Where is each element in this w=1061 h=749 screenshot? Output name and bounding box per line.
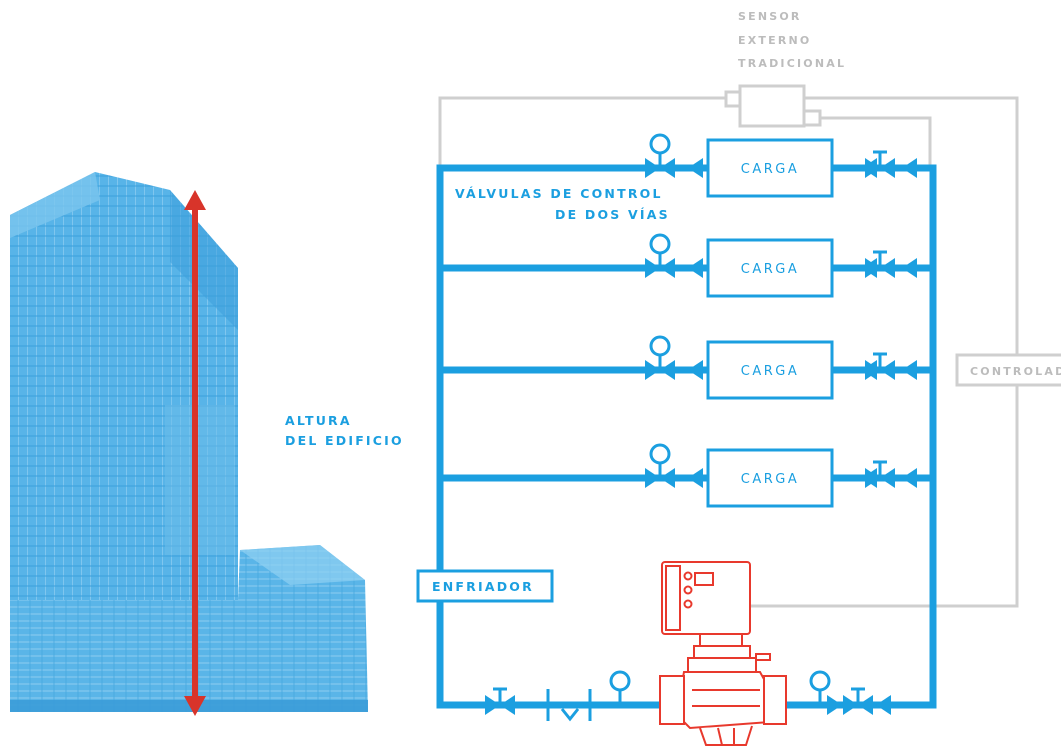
load-branch: CARGA	[645, 233, 917, 298]
load-label: CARGA	[741, 364, 799, 379]
building-illustration	[10, 172, 368, 712]
building-height-arrow	[184, 190, 206, 716]
load-branch: CARGA	[645, 133, 917, 198]
balancing-valve-icon	[843, 687, 873, 715]
pressure-gauge-icon	[809, 670, 831, 703]
pump-line-components	[485, 670, 891, 722]
balancing-valve-icon	[485, 687, 515, 715]
load-label: CARGA	[741, 262, 799, 277]
valves-label-line1: VÁLVULAS DE CONTROL	[455, 186, 663, 201]
two-way-control-valve-icon	[645, 335, 675, 380]
balancing-valve-icon	[865, 352, 895, 380]
load-box	[706, 238, 834, 298]
load-branches: CARGA CARGA CARGA CARGA	[645, 133, 917, 508]
controller-box	[955, 353, 1061, 387]
balancing-valve-icon	[865, 150, 895, 178]
load-box	[706, 448, 834, 508]
building-height-label-line1: ALTURA	[285, 413, 352, 428]
chiller-box	[416, 569, 554, 603]
load-box	[706, 138, 834, 198]
external-sensor	[724, 84, 822, 128]
check-valve-icon	[546, 689, 592, 722]
control-wiring	[438, 96, 1019, 608]
balancing-valve-icon	[865, 250, 895, 278]
balancing-valve-icon	[865, 460, 895, 488]
valves-label-line2: DE DOS VÍAS	[555, 207, 670, 222]
sensor-label-line1: SENSOR	[738, 10, 802, 23]
controller-label: CONTROLADOR	[970, 365, 1061, 378]
pump-illustration	[659, 561, 787, 746]
load-label: CARGA	[741, 472, 799, 487]
sensor-label-line3: TRADICIONAL	[738, 57, 846, 70]
load-branch: CARGA	[645, 443, 917, 508]
load-box	[706, 340, 834, 400]
piping	[436, 164, 937, 709]
load-label: CARGA	[741, 162, 799, 177]
two-way-control-valve-icon	[645, 133, 675, 178]
two-way-control-valve-icon	[645, 443, 675, 488]
chiller-label: ENFRIADOR	[432, 579, 534, 594]
pressure-gauge-icon	[609, 670, 631, 703]
building-height-label-line2: DEL EDIFICIO	[285, 433, 404, 448]
load-branch: CARGA	[645, 335, 917, 400]
sensor-label-line2: EXTERNO	[738, 34, 811, 47]
two-way-control-valve-icon	[645, 233, 675, 278]
